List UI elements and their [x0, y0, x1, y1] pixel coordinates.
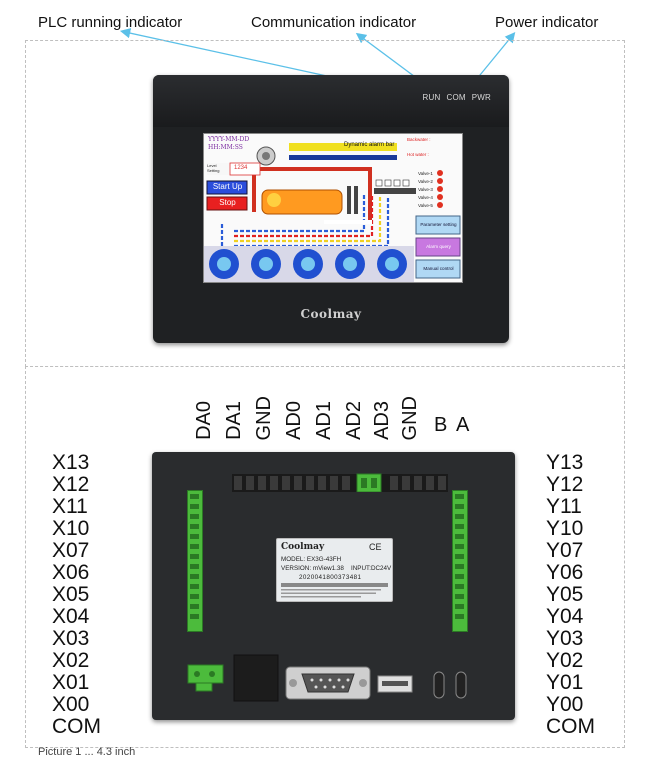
output-y04: Y04: [546, 605, 584, 628]
input-com: COM: [52, 715, 101, 738]
plate-barcode: [281, 583, 388, 587]
communication-indicator-callout: Communication indicator: [251, 14, 417, 31]
pin-label-gnd-2: GND: [399, 395, 421, 440]
input-x05: X05: [52, 583, 90, 606]
plate-ce-mark: CE: [369, 542, 382, 552]
input-x12: X12: [52, 473, 90, 496]
output-y13: Y13: [546, 451, 584, 474]
output-y01: Y01: [546, 671, 584, 694]
valve-1-label: Valve-1: [418, 171, 433, 176]
valve-2-label: Valve-2: [418, 179, 433, 184]
back-view-frame: [25, 366, 625, 748]
valve-3-label: Valve-3: [418, 187, 433, 192]
indicator-leds: RUN COM PWR: [423, 93, 491, 102]
front-brand-logo: Coolmay: [300, 307, 362, 321]
terminal-screws: [190, 494, 464, 619]
front-top-band: [153, 75, 509, 127]
screen-date: YYYY-MM-DD: [208, 136, 250, 143]
input-x11: X11: [52, 495, 88, 518]
hmi-back-panel: Coolmay CE MODEL: EX3G-43FH VERSION: mVi…: [152, 452, 515, 720]
pin-label-da0: DA0: [193, 401, 215, 440]
top-terminal-strip: [232, 473, 448, 492]
manual-control-button[interactable]: Manual control: [423, 266, 454, 271]
input-x00: X00: [52, 693, 90, 716]
usb-c-port-2: [455, 671, 467, 699]
input-x13: X13: [52, 451, 90, 474]
screen-time: HH:MM:SS: [208, 144, 243, 151]
plate-input: INPUT:DC24V: [351, 565, 392, 572]
usb-c-port-1: [433, 671, 445, 699]
input-x06: X06: [52, 561, 90, 584]
power-terminal: [187, 664, 224, 684]
parameter-setting-button[interactable]: Parameter setting: [420, 222, 457, 227]
hmi-front-panel: RUN COM PWR: [153, 75, 509, 343]
figure-caption: Picture 1 ... 4.3 inch: [38, 746, 136, 758]
output-com: COM: [546, 715, 595, 738]
valve-5-label: Valve-5: [418, 203, 433, 208]
dynamic-alarm-bar: Dynamic alarm bar: [344, 142, 395, 148]
alarm-query-button[interactable]: Alarm query: [426, 244, 451, 249]
input-x02: X02: [52, 649, 90, 672]
output-y03: Y03: [546, 627, 584, 650]
process-graphic: [204, 134, 462, 282]
analog-pin-labels: DA0 DA1 GND AD0 AD1 AD2 AD3 GND: [193, 380, 473, 440]
screen-set-label: Level Setting: [207, 163, 220, 173]
plate-version: VERSION: mView1.38: [281, 565, 344, 572]
input-x03: X03: [52, 627, 90, 650]
plate-fine-print: [281, 589, 381, 598]
backwater-label: Backwater :: [407, 137, 431, 142]
input-x01: X01: [52, 671, 90, 694]
start-up-button[interactable]: Start Up: [212, 182, 243, 191]
output-y12: Y12: [546, 473, 584, 496]
reserved-slot: [233, 654, 279, 702]
pin-label-ad2: AD2: [343, 401, 365, 440]
plate-brand: Coolmay: [281, 542, 325, 552]
pin-label-ad3: AD3: [371, 401, 393, 440]
output-y00: Y00: [546, 693, 584, 716]
input-x04: X04: [52, 605, 90, 628]
output-y05: Y05: [546, 583, 584, 606]
output-y06: Y06: [546, 561, 584, 584]
stop-button[interactable]: Stop: [219, 198, 236, 207]
rs485-b-label: B: [434, 414, 448, 436]
plc-running-indicator-callout: PLC running indicator: [38, 14, 183, 31]
pin-label-ad0: AD0: [283, 401, 305, 440]
valve-4-label: Valve-4: [418, 195, 433, 200]
input-x07: X07: [52, 539, 90, 562]
run-led-label: RUN: [422, 93, 441, 102]
screen-set-value[interactable]: 1234: [234, 165, 248, 171]
product-label-plate: Coolmay CE MODEL: EX3G-43FH VERSION: mVi…: [276, 538, 393, 602]
pin-label-ad1: AD1: [313, 401, 335, 440]
hot-water-label: Hot water :: [407, 152, 429, 157]
rs485-a-label: A: [456, 414, 470, 436]
hmi-screen-display: YYYY-MM-DD HH:MM:SS Level Setting 1234 S…: [203, 133, 463, 283]
bottom-connectors: [187, 654, 467, 702]
com-led-label: COM: [446, 93, 466, 102]
output-y10: Y10: [546, 517, 584, 540]
output-y11: Y11: [546, 495, 582, 518]
pwr-led-label: PWR: [471, 93, 491, 102]
pin-label-gnd-1: GND: [253, 395, 275, 440]
pin-label-da1: DA1: [223, 401, 245, 440]
plate-model: MODEL: EX3G-43FH: [281, 556, 342, 563]
plate-serial: 2020041800373481: [299, 574, 362, 581]
valve-list: Valve-1 Valve-2 Valve-3 Valve-4 Valve-5: [418, 170, 433, 210]
input-x10: X10: [52, 517, 90, 540]
output-y07: Y07: [546, 539, 584, 562]
power-indicator-callout: Power indicator: [495, 14, 599, 31]
output-y02: Y02: [546, 649, 584, 672]
